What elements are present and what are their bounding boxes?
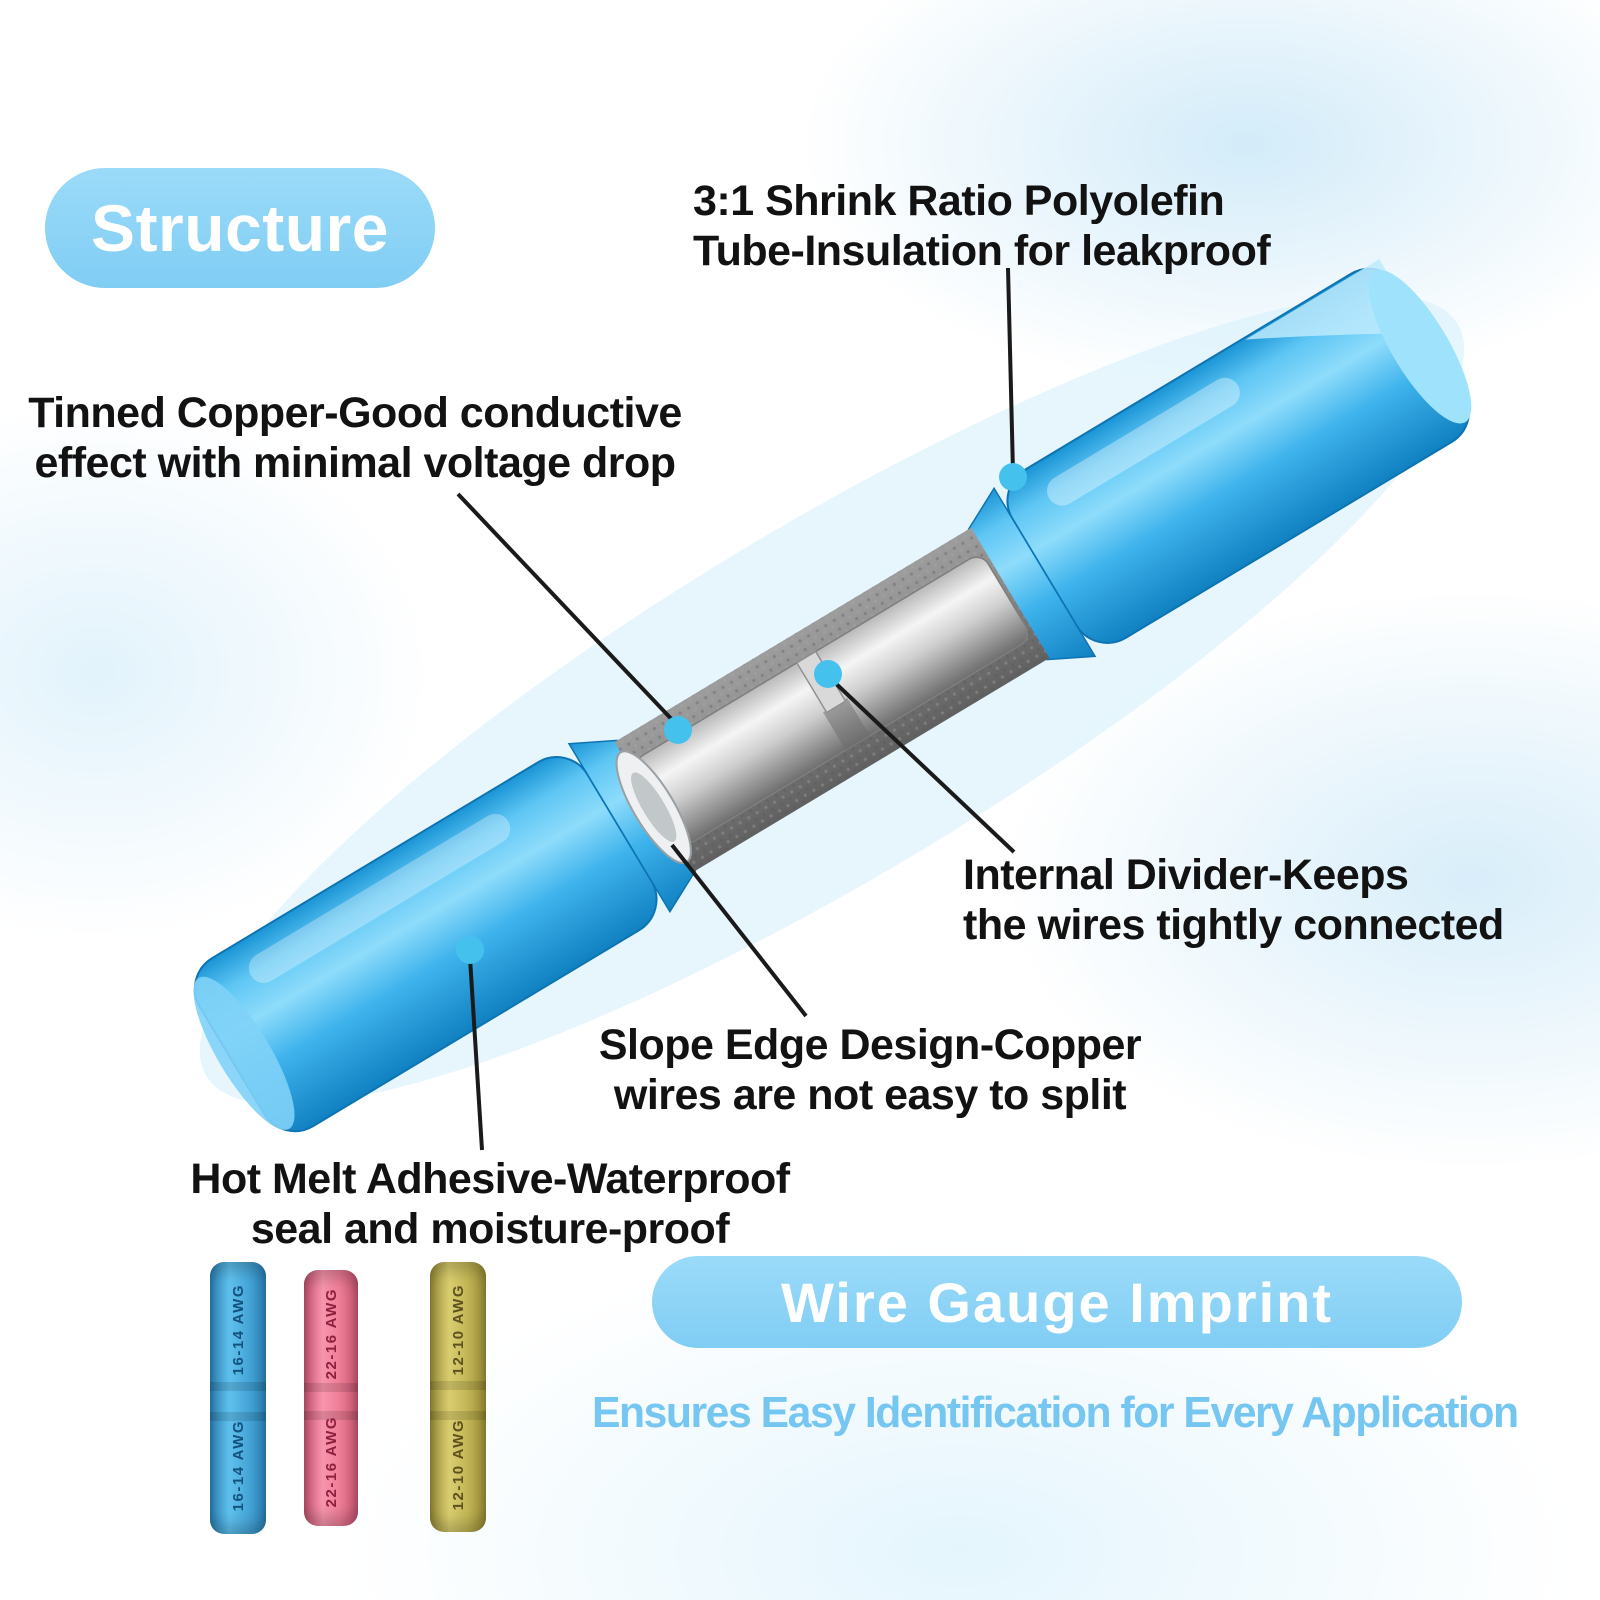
crimp-band — [430, 1380, 486, 1390]
connector-sample-yellow: 12-10 AWG 12-10 AWG — [430, 1262, 486, 1532]
tube-left-opening — [193, 976, 295, 1130]
callout-shrink-line2: Tube-Insulation for leakproof — [693, 227, 1271, 276]
callout-tinned-copper: Tinned Copper-Good conductive effect wit… — [10, 388, 700, 489]
connector-sample-blue: 16-14 AWG 16-14 AWG — [210, 1262, 266, 1534]
leader-line-slope — [670, 843, 808, 1018]
callout-slope-edge: Slope Edge Design-Copper wires are not e… — [590, 1020, 1150, 1121]
callout-dot-adhesive — [456, 936, 484, 964]
connector-sample-red: 22-16 AWG 22-16 AWG — [304, 1270, 358, 1526]
gauge-imprint-yellow-bottom: 12-10 AWG — [449, 1418, 467, 1511]
tube-left-gloss — [248, 813, 511, 983]
gauge-imprint-blue-bottom: 16-14 AWG — [229, 1420, 247, 1512]
gauge-imprint-blue-top: 16-14 AWG — [229, 1284, 247, 1376]
callout-dot-divider — [814, 660, 842, 688]
callout-divider-line1: Internal Divider-Keeps — [963, 851, 1409, 899]
callout-dot-copper — [664, 716, 692, 744]
callout-hot-melt-adhesive: Hot Melt Adhesive-Waterproof seal and mo… — [150, 1154, 830, 1255]
callout-copper-line1: Tinned Copper-Good conductive — [28, 389, 682, 437]
tube-taper-left — [567, 739, 697, 914]
crimp-band — [430, 1410, 486, 1420]
tube-right-opening — [1368, 269, 1472, 424]
crimp-band — [210, 1411, 266, 1421]
callout-shrink-ratio: 3:1 Shrink Ratio Polyolefin Tube-Insulat… — [693, 176, 1271, 277]
leader-line-divider — [828, 676, 1016, 854]
callout-shrink-line1: 3:1 Shrink Ratio Polyolefin — [693, 177, 1225, 225]
leader-line-shrink — [1006, 267, 1015, 473]
gauge-imprint-red-top: 22-16 AWG — [322, 1288, 340, 1380]
callout-dots — [456, 463, 1027, 964]
callout-adhesive-line1: Hot Melt Adhesive-Waterproof — [190, 1155, 790, 1203]
gauge-imprint-yellow-top: 12-10 AWG — [449, 1283, 467, 1376]
wire-gauge-imprint-badge: Wire Gauge Imprint — [652, 1256, 1462, 1348]
callout-slope-line1: Slope Edge Design-Copper — [598, 1021, 1142, 1069]
callout-slope-line2: wires are not easy to split — [613, 1071, 1127, 1120]
divider-gap-shadow — [823, 697, 870, 751]
structure-badge-label: Structure — [91, 191, 389, 265]
leader-line-copper — [456, 492, 680, 728]
callout-copper-line2: effect with minimal voltage drop — [34, 439, 676, 488]
crimp-band — [304, 1410, 358, 1420]
callout-dot-shrink — [999, 463, 1027, 491]
callout-adhesive-line2: seal and moisture-proof — [250, 1205, 730, 1254]
leader-line-adhesive — [468, 957, 484, 1151]
leader-lines — [456, 267, 1016, 1151]
tube-right-gloss — [1047, 377, 1240, 506]
gauge-imprint-red-bottom: 22-16 AWG — [322, 1416, 340, 1508]
callout-internal-divider: Internal Divider-Keeps the wires tightly… — [963, 850, 1504, 951]
callout-divider-line2: the wires tightly connected — [963, 901, 1504, 950]
footer-tagline: Ensures Easy Identification for Every Ap… — [592, 1388, 1519, 1437]
crimp-band — [210, 1381, 266, 1391]
structure-badge: Structure — [45, 168, 435, 288]
slope-edge-face-inner — [631, 772, 677, 842]
wire-gauge-badge-label: Wire Gauge Imprint — [780, 1270, 1333, 1334]
crimp-band — [304, 1382, 358, 1392]
